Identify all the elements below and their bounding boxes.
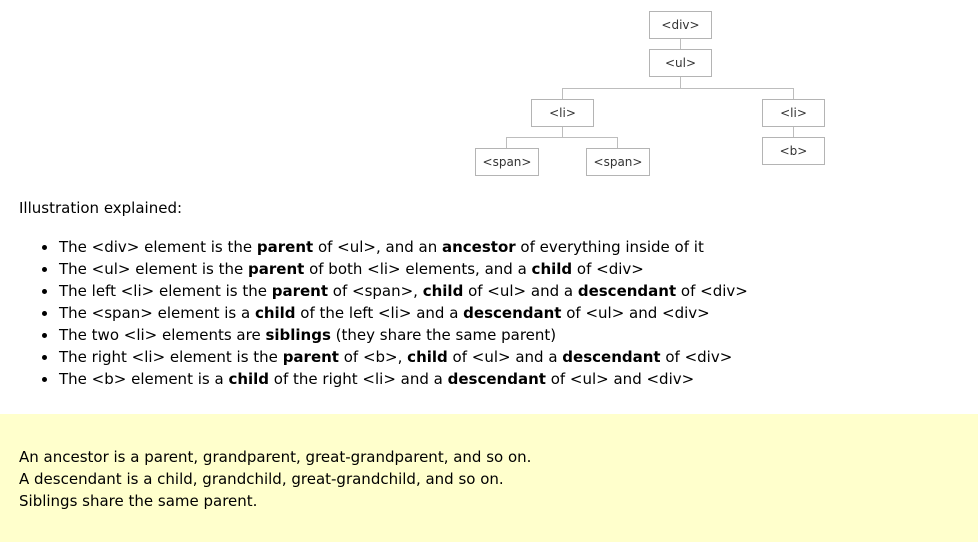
explanation-heading: Illustration explained: bbox=[19, 199, 183, 217]
note-siblings-definition: Siblings share the same parent. bbox=[19, 492, 258, 510]
edge-li-right-b bbox=[793, 126, 794, 137]
dom-tree-diagram: <div> <ul> <li> <li> <span> <span> <b> bbox=[0, 0, 978, 190]
edge-li-left-bar bbox=[506, 137, 618, 138]
emphasis-term: child bbox=[531, 260, 573, 278]
emphasis-term: descendant bbox=[562, 348, 661, 366]
emphasis-term: descendant bbox=[447, 370, 546, 388]
edge-to-span-left bbox=[506, 137, 507, 148]
emphasis-term: siblings bbox=[265, 326, 331, 344]
emphasis-term: parent bbox=[271, 282, 329, 300]
node-ul: <ul> bbox=[649, 49, 712, 77]
edge-div-ul bbox=[680, 39, 681, 50]
edge-ul-bar bbox=[562, 88, 794, 89]
emphasis-term: child bbox=[422, 282, 464, 300]
explanation-list: The <div> element is the parent of <ul>,… bbox=[19, 236, 959, 390]
edge-li-left-stem bbox=[562, 126, 563, 137]
explanation-item: The left <li> element is the parent of <… bbox=[19, 280, 959, 302]
explanation-item: The <div> element is the parent of <ul>,… bbox=[19, 236, 959, 258]
node-div: <div> bbox=[649, 11, 712, 39]
node-span-right: <span> bbox=[586, 148, 650, 176]
note-ancestor-definition: An ancestor is a parent, grandparent, gr… bbox=[19, 448, 532, 466]
explanation-item: The <ul> element is the parent of both <… bbox=[19, 258, 959, 280]
emphasis-term: child bbox=[228, 370, 270, 388]
emphasis-term: parent bbox=[248, 260, 305, 278]
emphasis-term: child bbox=[254, 304, 296, 322]
emphasis-term: descendant bbox=[463, 304, 562, 322]
emphasis-term: ancestor bbox=[441, 238, 516, 256]
explanation-item: The <b> element is a child of the right … bbox=[19, 368, 959, 390]
emphasis-term: descendant bbox=[577, 282, 677, 300]
edge-to-li-right bbox=[793, 88, 794, 99]
note-descendant-definition: A descendant is a child, grandchild, gre… bbox=[19, 470, 504, 488]
emphasis-term: parent bbox=[256, 238, 314, 256]
definition-note: An ancestor is a parent, grandparent, gr… bbox=[0, 414, 978, 542]
explanation-item: The right <li> element is the parent of … bbox=[19, 346, 959, 368]
emphasis-term: child bbox=[407, 348, 448, 366]
edge-to-span-right bbox=[617, 137, 618, 148]
edge-ul-stem bbox=[680, 77, 681, 88]
node-b: <b> bbox=[762, 137, 825, 165]
explanation-item: The <span> element is a child of the lef… bbox=[19, 302, 959, 324]
emphasis-term: parent bbox=[282, 348, 339, 366]
node-span-left: <span> bbox=[475, 148, 539, 176]
node-li-right: <li> bbox=[762, 99, 825, 127]
explanation-item: The two <li> elements are siblings (they… bbox=[19, 324, 959, 346]
node-li-left: <li> bbox=[531, 99, 594, 127]
edge-to-li-left bbox=[562, 88, 563, 99]
